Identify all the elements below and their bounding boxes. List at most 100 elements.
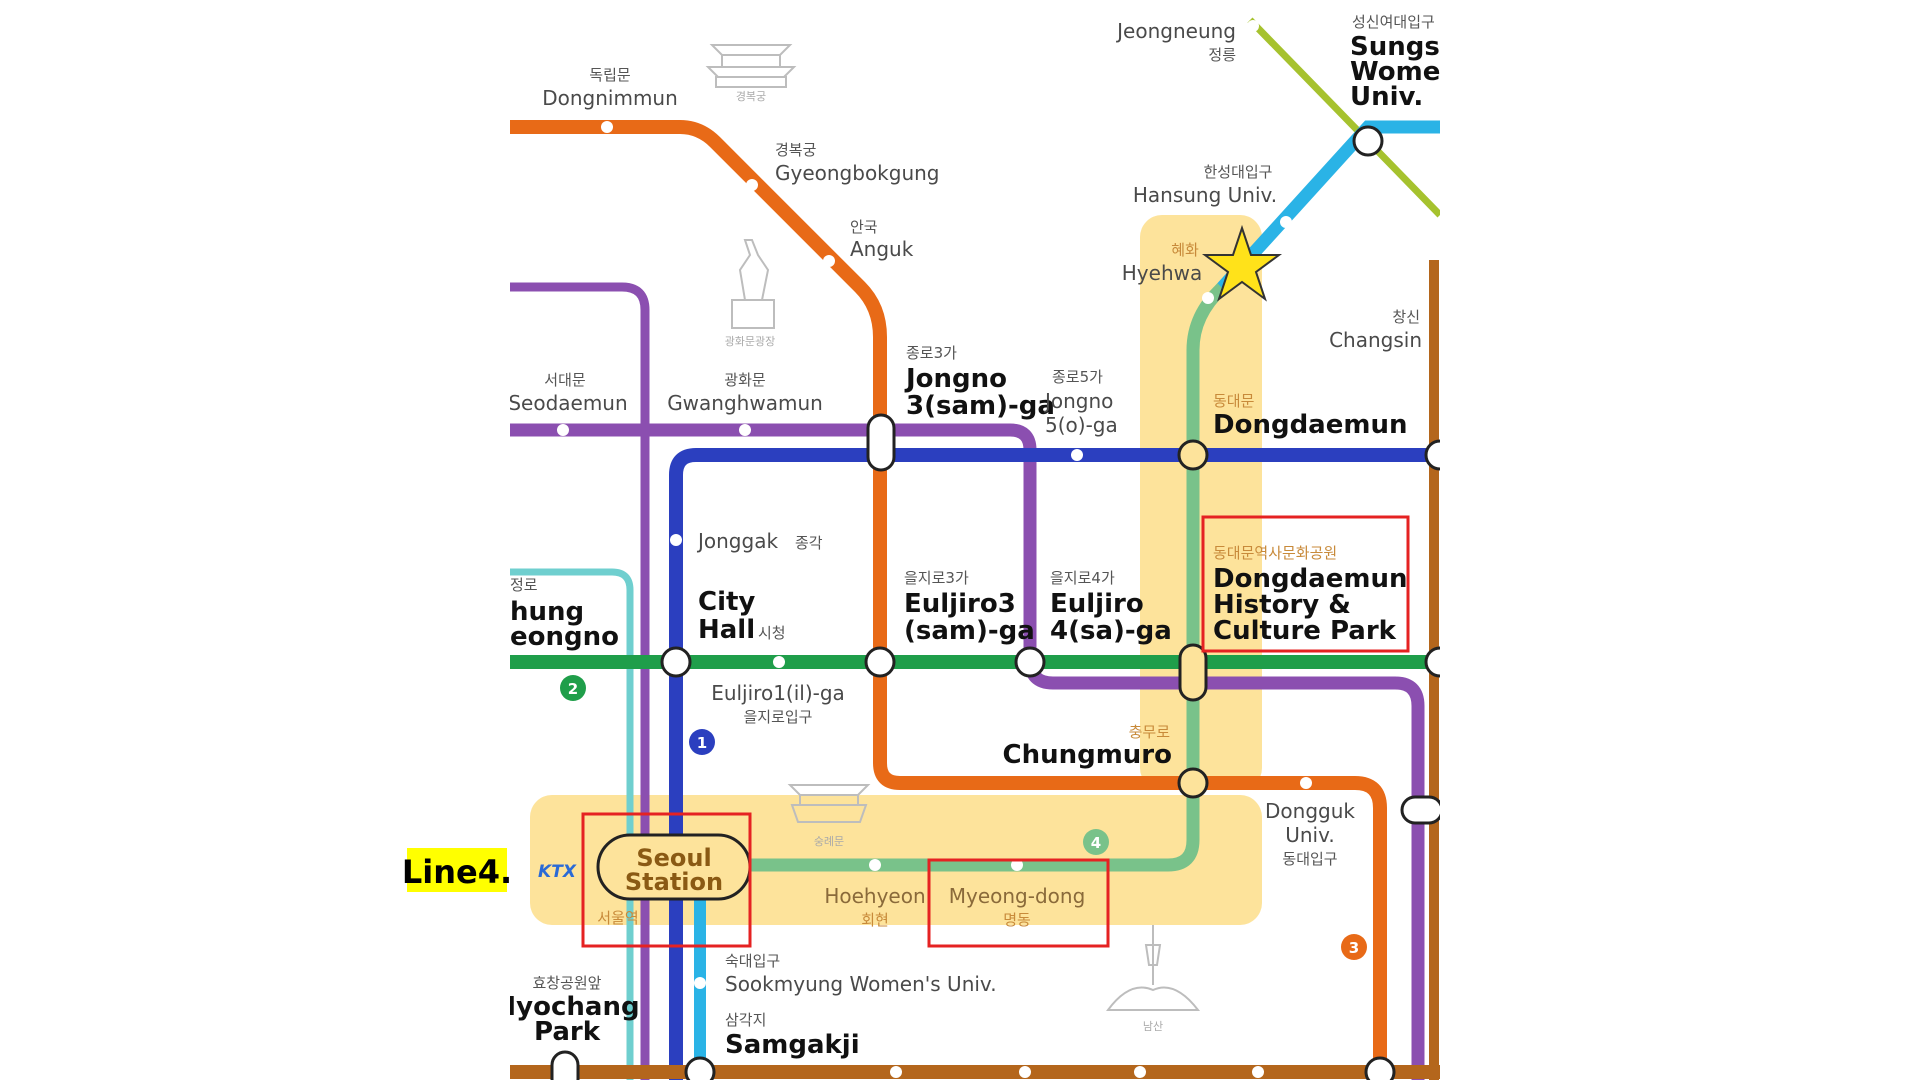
- label-sookmyung: 숙대입구 Sookmyung Women's Univ.: [725, 952, 997, 996]
- svg-text:City: City: [698, 587, 755, 617]
- tower-icon: [1106, 925, 1201, 1011]
- svg-text:Univ.: Univ.: [1350, 82, 1423, 112]
- label-changsin: 창신 Changsin: [1329, 308, 1422, 352]
- svg-text:Seodaemun: Seodaemun: [508, 391, 627, 415]
- label-hyehwa: 혜화 Hyehwa: [1122, 241, 1202, 285]
- svg-text:Myeong-dong: Myeong-dong: [949, 884, 1086, 908]
- svg-text:정릉: 정릉: [1208, 46, 1236, 64]
- statue-icon: [731, 239, 775, 329]
- line-badge-4: 4: [1083, 829, 1109, 855]
- svg-text:종로3가: 종로3가: [906, 344, 957, 362]
- label-dongguk: Dongguk Univ. 동대입구: [1265, 799, 1355, 868]
- label-hansung: 한성대입구 Hansung Univ.: [1133, 163, 1277, 207]
- svg-text:을지로3가: 을지로3가: [904, 569, 969, 587]
- svg-text:Dongguk: Dongguk: [1265, 799, 1355, 823]
- line4-label-highlight: [407, 848, 507, 892]
- label-seoul-station: Seoul Station 서울역: [597, 844, 723, 927]
- svg-text:숙대입구: 숙대입구: [725, 952, 780, 970]
- svg-text:Hyochang: Hyochang: [494, 992, 639, 1022]
- ktx-logo: KTX: [538, 862, 577, 882]
- svg-text:Gyeongbokgung: Gyeongbokgung: [775, 161, 940, 185]
- svg-text:Univ.: Univ.: [1285, 823, 1335, 847]
- svg-text:Hyehwa: Hyehwa: [1122, 261, 1202, 285]
- svg-text:Hansung Univ.: Hansung Univ.: [1133, 183, 1277, 207]
- svg-text:Gwanghwamun: Gwanghwamun: [667, 391, 823, 415]
- label-seodaemun: 서대문 Seodaemun: [508, 371, 628, 415]
- svg-text:광화문: 광화문: [724, 371, 766, 389]
- label-jonggak: Jonggak 종각: [696, 529, 823, 553]
- line-badge-3: 3: [1341, 934, 1367, 960]
- svg-text:Samgakji: Samgakji: [725, 1030, 860, 1060]
- svg-text:(sam)-ga: (sam)-ga: [904, 616, 1035, 646]
- svg-text:Chungmuro: Chungmuro: [1002, 740, 1172, 770]
- svg-text:1: 1: [697, 734, 707, 752]
- svg-text:History &: History &: [1213, 590, 1351, 620]
- svg-text:Hall: Hall: [698, 615, 755, 645]
- station-dots: [557, 20, 1312, 1078]
- svg-text:동대입구: 동대입구: [1282, 850, 1337, 868]
- svg-text:서대문: 서대문: [544, 371, 586, 389]
- svg-text:3(sam)-ga: 3(sam)-ga: [906, 391, 1055, 421]
- svg-text:시청: 시청: [758, 624, 786, 642]
- svg-text:Euljiro1(il)-ga: Euljiro1(il)-ga: [711, 681, 845, 705]
- label-samgakji: 삼각지 Samgakji: [725, 1011, 860, 1060]
- svg-text:Jongno: Jongno: [1043, 389, 1113, 413]
- callout-seoul-station: [581, 812, 752, 948]
- svg-text:서울역: 서울역: [597, 909, 638, 927]
- svg-text:안국: 안국: [850, 218, 878, 236]
- svg-text:성신여대입구: 성신여대입구: [1352, 13, 1435, 31]
- label-euljiro3: 을지로3가 Euljiro3 (sam)-ga: [904, 569, 1035, 646]
- svg-text:Womer: Womer: [1350, 57, 1453, 87]
- label-gwanghwamun: 광화문 Gwanghwamun: [667, 371, 823, 415]
- label-anguk: 안국 Anguk: [850, 218, 914, 261]
- line4-label: Line4.: [402, 853, 512, 891]
- label-jongno-left: 정로 hung eongno: [510, 576, 619, 652]
- label-gyeongbokgung: 경복궁 Gyeongbokgung: [775, 141, 940, 185]
- svg-text:2: 2: [568, 680, 578, 698]
- label-euljiro4: 을지로4가 Euljiro 4(sa)-ga: [1050, 569, 1172, 646]
- svg-text:Hoehyeon: Hoehyeon: [824, 884, 925, 908]
- svg-text:Station: Station: [625, 868, 723, 896]
- svg-text:종로5가: 종로5가: [1052, 368, 1103, 386]
- label-euljiro1: Euljiro1(il)-ga 을지로입구: [711, 681, 845, 726]
- landmark-sungnyemun: 숭례문: [814, 835, 844, 848]
- svg-text:Jongno: Jongno: [904, 364, 1007, 394]
- palace-icon: [705, 44, 797, 88]
- svg-text:경복궁: 경복궁: [775, 141, 817, 159]
- label-cityhall: City Hall 시청: [698, 587, 786, 645]
- svg-text:을지로4가: 을지로4가: [1050, 569, 1115, 587]
- line-badge-2: 2: [560, 675, 586, 701]
- svg-text:Changsin: Changsin: [1329, 328, 1422, 352]
- svg-text:Park: Park: [534, 1017, 601, 1047]
- svg-text:Dongdaemun: Dongdaemun: [1213, 410, 1407, 440]
- label-sungshin: 성신여대입구 Sungsh Womer Univ.: [1350, 13, 1453, 112]
- svg-text:충무로: 충무로: [1129, 723, 1171, 741]
- landmark-namsan: 남산: [1143, 1020, 1163, 1033]
- label-myeongdong: Myeong-dong 명동: [949, 884, 1086, 929]
- line-gyeongui: [510, 568, 634, 1080]
- svg-text:eongno: eongno: [510, 622, 619, 652]
- svg-text:명동: 명동: [1003, 911, 1031, 929]
- line-badge-1: 1: [689, 729, 715, 755]
- svg-text:Jonggak: Jonggak: [696, 529, 778, 553]
- svg-text:종각: 종각: [795, 534, 823, 552]
- landmark-gwanghwamun: 광화문광장: [725, 335, 776, 348]
- line4-highlight-vertical: [1140, 215, 1262, 790]
- svg-text:Seoul: Seoul: [636, 844, 711, 872]
- svg-text:삼각지: 삼각지: [725, 1011, 766, 1029]
- svg-text:회현: 회현: [861, 911, 889, 929]
- label-hyochang: 효창공원앞 Hyochang Park: [494, 974, 640, 1047]
- callout-ddp: [1201, 515, 1410, 653]
- star-marker-icon: [1201, 224, 1283, 302]
- svg-text:Sookmyung Women's Univ.: Sookmyung Women's Univ.: [725, 972, 997, 996]
- line-purple-branch: [510, 282, 650, 1080]
- svg-text:Euljiro: Euljiro: [1050, 589, 1144, 619]
- svg-text:4(sa)-ga: 4(sa)-ga: [1050, 616, 1172, 646]
- svg-text:독립문: 독립문: [589, 66, 631, 84]
- svg-text:동대문: 동대문: [1213, 392, 1255, 410]
- svg-text:3: 3: [1349, 939, 1359, 957]
- svg-text:Jeongneung: Jeongneung: [1115, 19, 1236, 43]
- label-chungmuro: 충무로 Chungmuro: [1002, 723, 1172, 770]
- svg-text:Dongdaemun: Dongdaemun: [1213, 564, 1407, 594]
- line3-orange: [510, 120, 1387, 1080]
